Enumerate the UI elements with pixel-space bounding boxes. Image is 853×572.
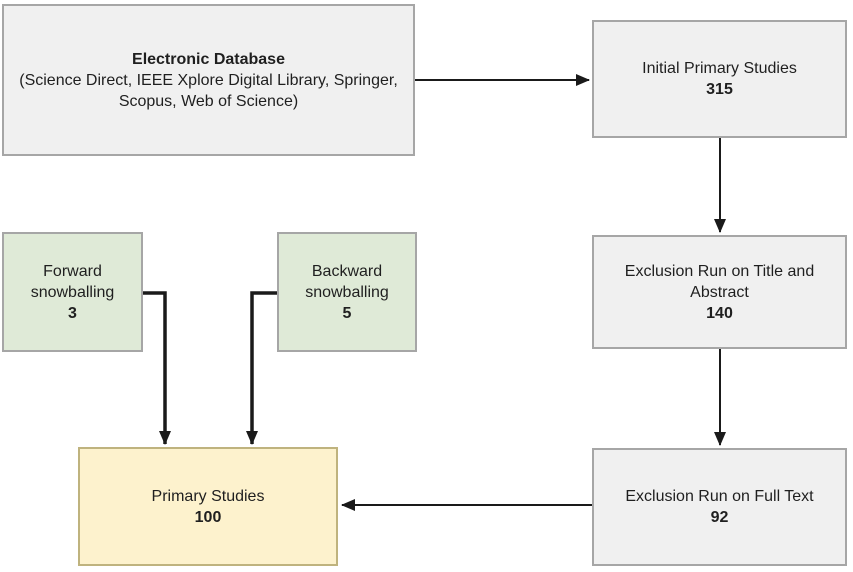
box-exclusion-title-abstract: Exclusion Run on Title and Abstract 140 xyxy=(592,235,847,349)
box-exclusion-full-text: Exclusion Run on Full Text 92 xyxy=(592,448,847,566)
box-primary-studies: Primary Studies 100 xyxy=(78,447,338,566)
initial-primary-studies-count: 315 xyxy=(706,81,733,98)
arrow-backward-snowballing-to-primary xyxy=(246,291,277,445)
box-initial-primary-studies: Initial Primary Studies 315 xyxy=(592,20,847,138)
initial-primary-studies-label: Initial Primary Studies xyxy=(642,60,797,77)
electronic-database-subtitle: (Science Direct, IEEE Xplore Digital Lib… xyxy=(19,71,398,110)
box-forward-snowballing: Forward snowballing 3 xyxy=(2,232,143,352)
primary-studies-count: 100 xyxy=(194,508,222,526)
primary-studies-label: Primary Studies xyxy=(151,487,265,505)
electronic-database-title: Electronic Database xyxy=(132,50,285,68)
backward-snowballing-label: Backward snowballing xyxy=(305,262,389,301)
exclusion-full-text-label: Exclusion Run on Full Text xyxy=(625,488,814,505)
exclusion-title-abstract-count: 140 xyxy=(706,304,733,322)
forward-snowballing-count: 3 xyxy=(68,304,77,322)
exclusion-full-text-count: 92 xyxy=(710,509,729,526)
forward-snowballing-label: Forward snowballing xyxy=(30,262,115,301)
box-backward-snowballing: Backward snowballing 5 xyxy=(277,232,417,352)
exclusion-title-abstract-label: Exclusion Run on Title and Abstract xyxy=(624,262,815,301)
backward-snowballing-count: 5 xyxy=(342,304,352,322)
box-electronic-database: Electronic Database (Science Direct, IEE… xyxy=(2,4,415,156)
arrow-forward-snowballing-to-primary xyxy=(143,291,171,445)
